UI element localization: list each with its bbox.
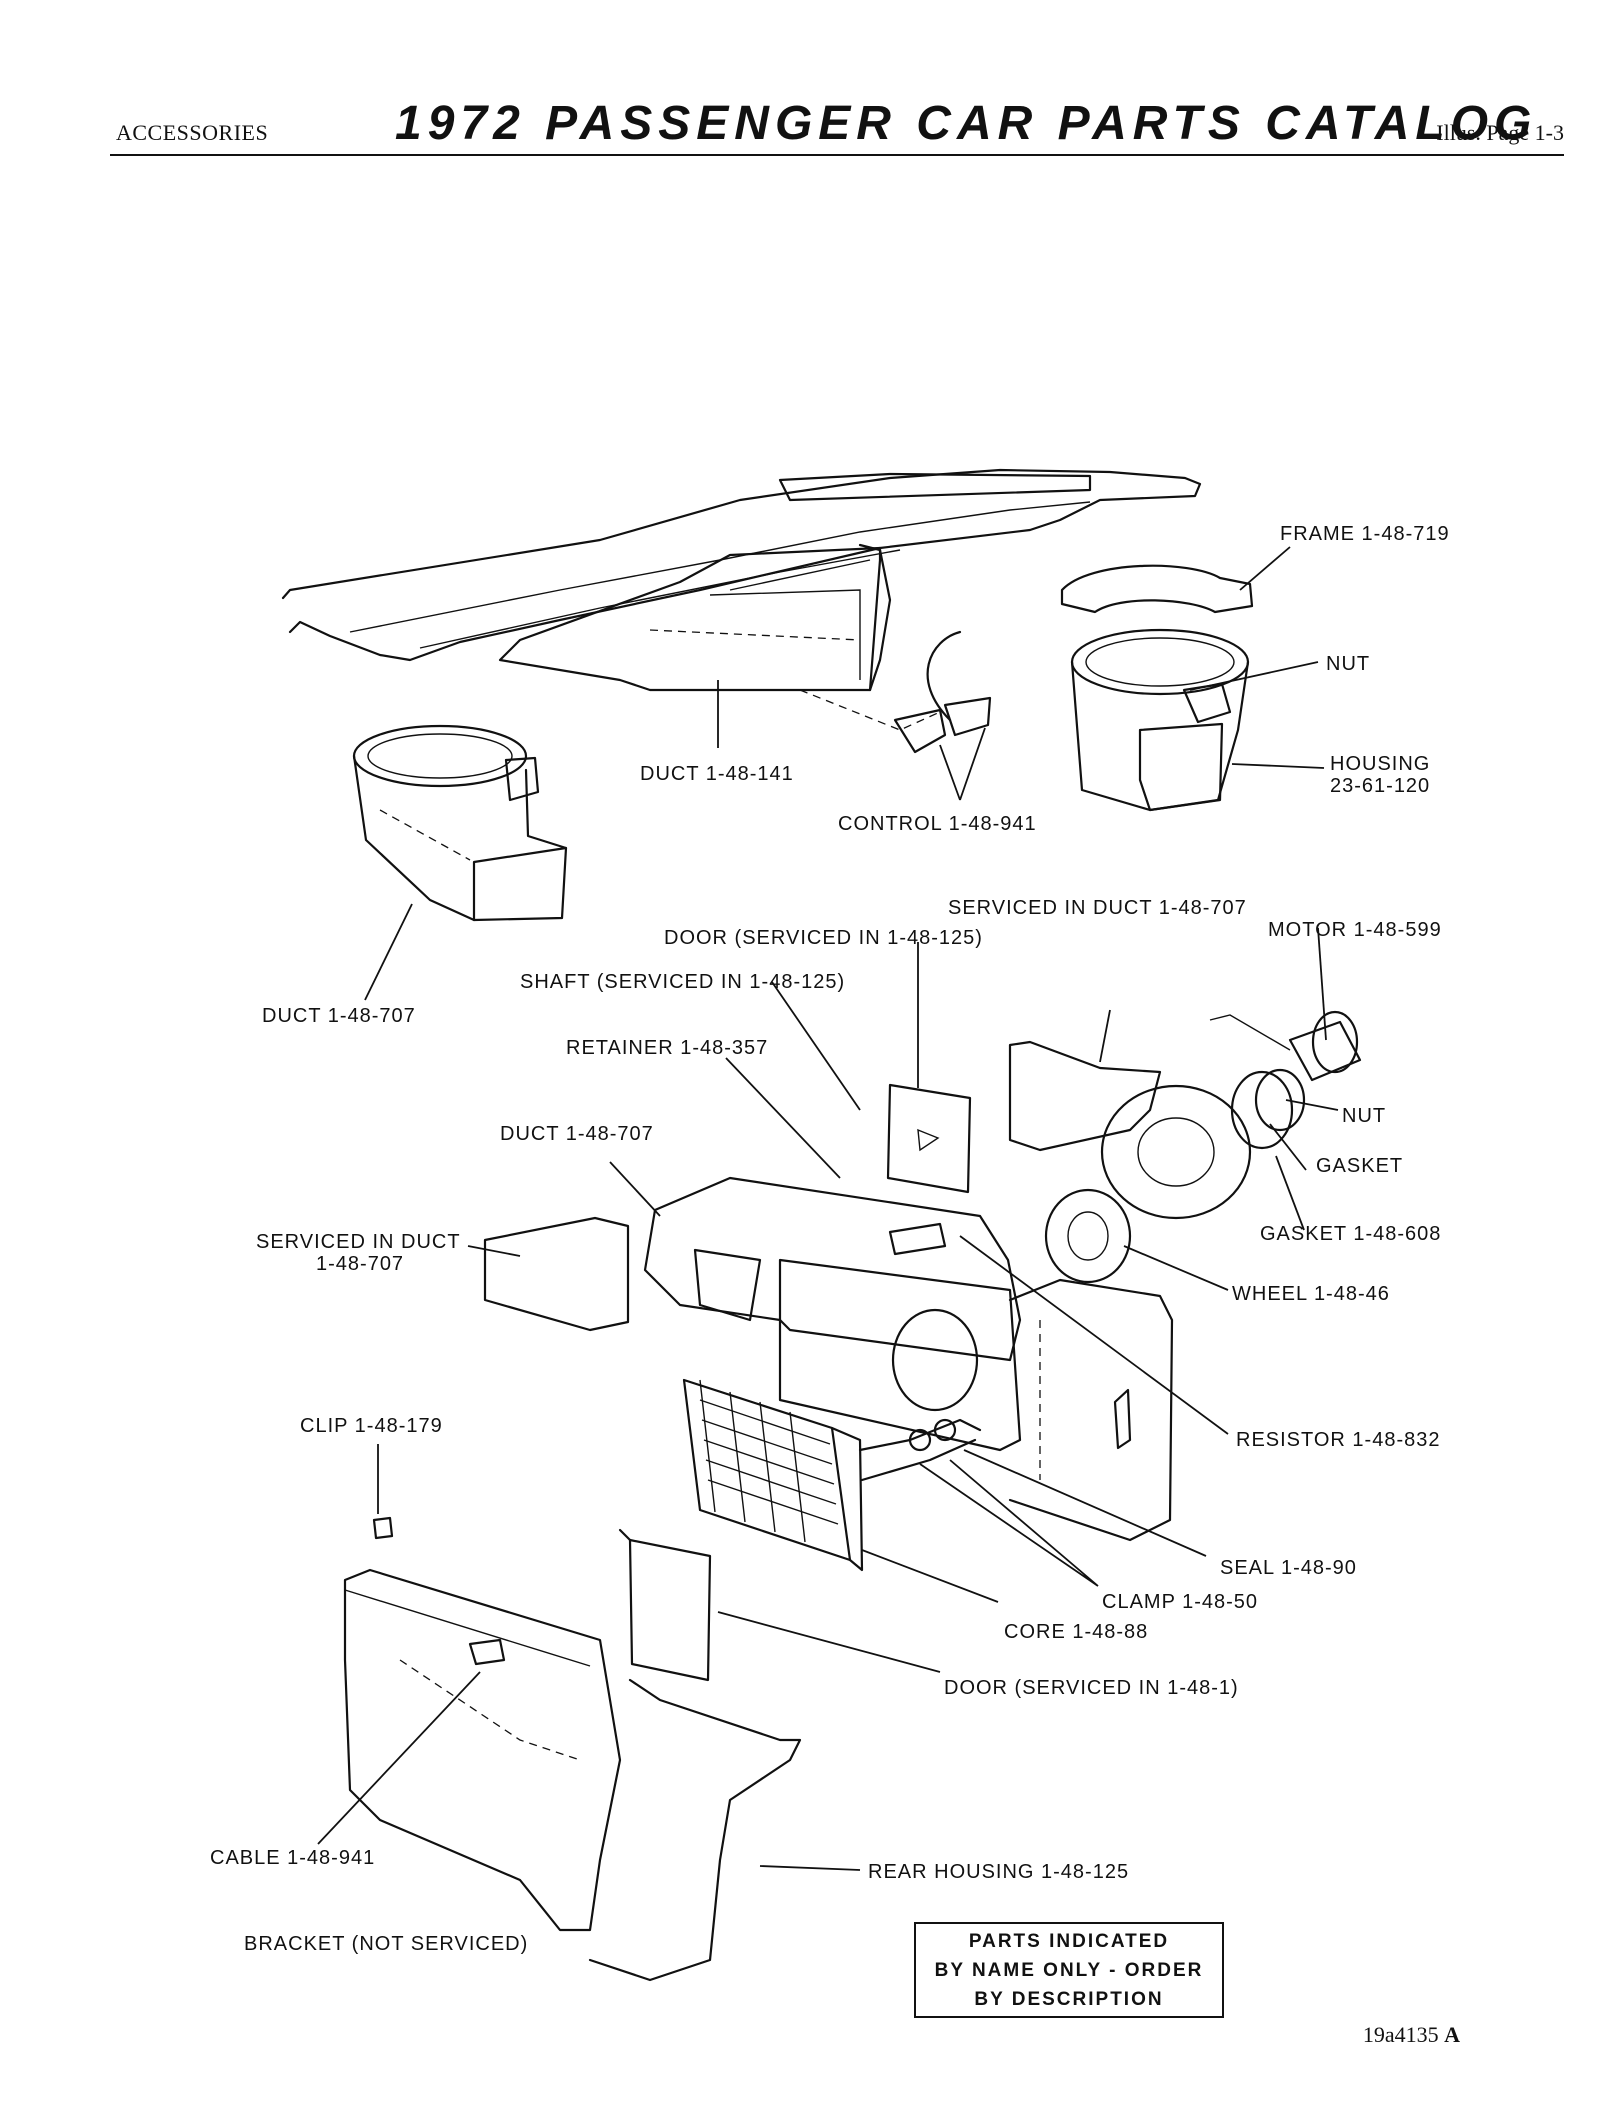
label-clamp: CLAMP 1-48-50	[1102, 1591, 1258, 1613]
label-nut-top: NUT	[1326, 653, 1370, 675]
section-label: ACCESSORIES	[116, 120, 269, 145]
door-panels-drawing	[483, 1083, 972, 1682]
blower-motor-drawing	[1008, 1010, 1362, 1284]
label-seal: SEAL 1-48-90	[1220, 1557, 1357, 1579]
label-nut-motor: NUT	[1342, 1105, 1386, 1127]
label-housing-1: HOUSING	[1330, 753, 1430, 775]
header-rule	[110, 154, 1564, 156]
label-serviced-in-duct-707: SERVICED IN DUCT 1-48-707	[948, 897, 1247, 919]
note-line-3: BY DESCRIPTION	[974, 1988, 1164, 2010]
label-wheel: WHEEL 1-48-46	[1232, 1283, 1390, 1305]
label-door-serviced-125: DOOR (SERVICED IN 1-48-125)	[664, 927, 983, 949]
label-door-serviced-1: DOOR (SERVICED IN 1-48-1)	[944, 1677, 1239, 1699]
callout-labels: FRAME 1-48-719 NUT HOUSING 23-61-120 DUC…	[210, 523, 1450, 1955]
label-retainer: RETAINER 1-48-357	[566, 1037, 768, 1059]
label-shaft: SHAFT (SERVICED IN 1-48-125)	[520, 971, 845, 993]
dash-panel-drawing	[281, 468, 1202, 692]
label-serviced-in-duct-2: 1-48-707	[316, 1253, 404, 1275]
parts-note-box: PARTS INDICATED BY NAME ONLY - ORDER BY …	[914, 1922, 1224, 2018]
label-clip: CLIP 1-48-179	[300, 1415, 443, 1437]
rear-housing-drawing	[343, 1516, 802, 1982]
note-line-2: BY NAME ONLY - ORDER	[934, 1959, 1204, 1981]
label-housing-2: 23-61-120	[1330, 775, 1430, 797]
catalog-title: 1972 PASSENGER CAR PARTS CATALOG	[395, 97, 1538, 150]
label-rear-housing: REAR HOUSING 1-48-125	[868, 1861, 1129, 1883]
label-duct-707-mid: DUCT 1-48-707	[500, 1123, 654, 1145]
label-motor: MOTOR 1-48-599	[1268, 919, 1442, 941]
label-gasket-608: GASKET 1-48-608	[1260, 1223, 1441, 1245]
figure-suffix: A	[1444, 2022, 1460, 2047]
label-serviced-in-duct-1: SERVICED IN DUCT	[256, 1231, 461, 1253]
control-cable-drawing	[799, 630, 992, 754]
heater-core-drawing	[682, 1378, 982, 1572]
heater-case-drawing	[643, 1176, 1174, 1542]
label-control: CONTROL 1-48-941	[838, 813, 1037, 835]
label-gasket: GASKET	[1316, 1155, 1403, 1177]
note-line-1: PARTS INDICATED	[968, 1930, 1170, 1952]
label-bracket: BRACKET (NOT SERVICED)	[244, 1933, 528, 1955]
figure-number: 19a4135	[1362, 2022, 1439, 2047]
label-frame: FRAME 1-48-719	[1280, 523, 1450, 545]
figure-id: 19a4135 A	[1363, 2022, 1460, 2048]
page-reference: Illus. Page 1-3	[1436, 120, 1564, 145]
label-core: CORE 1-48-88	[1004, 1621, 1148, 1643]
label-duct-141: DUCT 1-48-141	[640, 763, 794, 785]
leader-lines	[317, 546, 1339, 1871]
label-cable: CABLE 1-48-941	[210, 1847, 375, 1869]
left-duct-drawing	[352, 724, 568, 922]
label-resistor: RESISTOR 1-48-832	[1236, 1429, 1441, 1451]
housing-23-61-120-drawing	[1060, 564, 1254, 812]
label-duct-707-upper: DUCT 1-48-707	[262, 1005, 416, 1027]
